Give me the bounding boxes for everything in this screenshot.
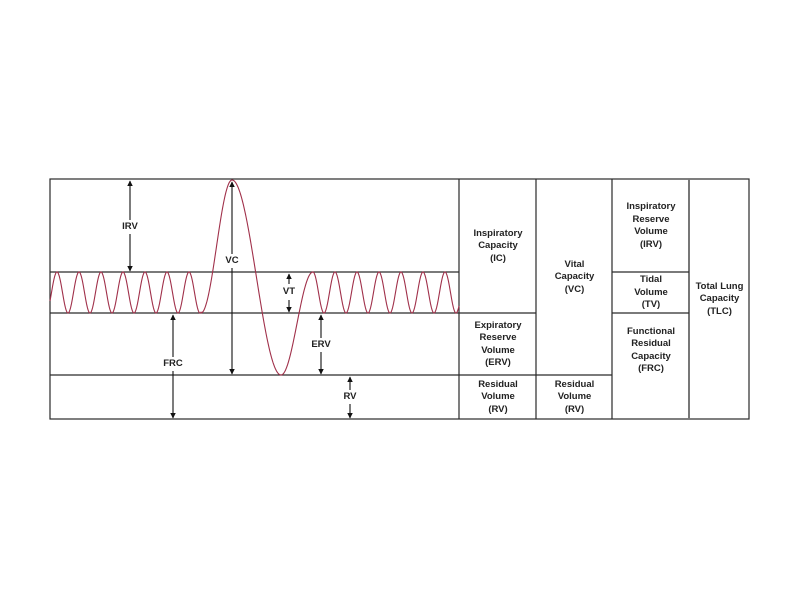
- cell-text: Expiratory: [474, 319, 522, 331]
- cell-text: (VC): [564, 283, 585, 295]
- cell-text: (RV): [488, 403, 508, 415]
- cell-text: Capacity: [699, 293, 740, 305]
- cell-text: (IC): [490, 252, 506, 264]
- cell-text: Volume: [481, 344, 515, 356]
- cell-text: Inspiratory: [473, 227, 523, 239]
- cell-text: (IRV): [639, 238, 662, 250]
- cell-text: (RV): [564, 403, 585, 415]
- cell-text: Residual: [631, 338, 671, 349]
- cell-text: Total Lung: [695, 280, 744, 292]
- cell-text: Reserve: [479, 332, 517, 343]
- cell-text: Vital: [564, 258, 585, 270]
- spirometry-wave: [49, 179, 460, 376]
- cell-text: Functional: [626, 325, 676, 337]
- cell-text: Volume: [481, 391, 515, 403]
- frc-label: FRC: [162, 358, 184, 371]
- cell-text: (TLC): [707, 305, 732, 317]
- cell-text: Capacity: [631, 350, 671, 362]
- cell-text: Residual: [554, 378, 595, 390]
- vt-label: VT: [281, 286, 297, 299]
- cell-text: Capacity: [478, 240, 518, 252]
- irv-label: IRV: [120, 221, 140, 234]
- cell-text: (FRC): [638, 363, 664, 374]
- cell-text: Residual: [478, 378, 518, 390]
- rv-label: RV: [342, 391, 358, 404]
- cell-text: Volume: [557, 391, 592, 403]
- cell-text: (ERV): [485, 357, 511, 368]
- vc-label: VC: [223, 255, 241, 268]
- cell-text: Reserve: [632, 213, 670, 225]
- cell-text: Volume: [634, 286, 668, 298]
- erv-label: ERV: [310, 339, 332, 352]
- table-grid: [458, 179, 690, 419]
- cell-text: Volume: [634, 226, 668, 237]
- cell-text: Capacity: [554, 271, 595, 283]
- cell-text: Inspiratory: [626, 201, 676, 212]
- measurement-arrows: [127, 180, 353, 419]
- cell-text: Tidal: [639, 274, 662, 286]
- cell-text: (TV): [641, 299, 661, 311]
